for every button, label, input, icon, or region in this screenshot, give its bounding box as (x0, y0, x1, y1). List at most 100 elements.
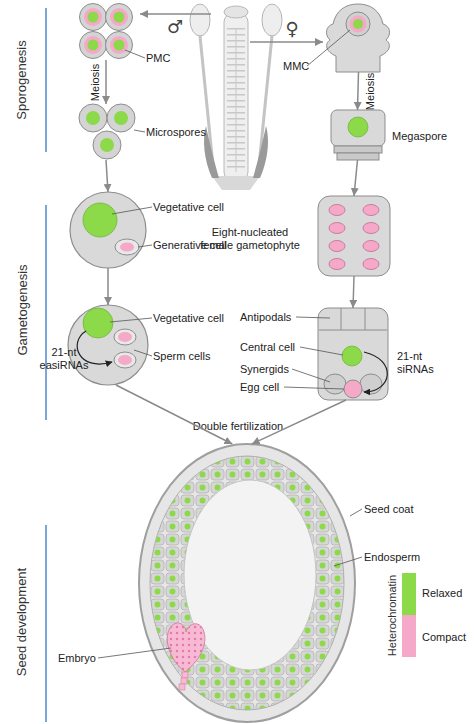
pmc-tetrad: PMC (78, 2, 134, 60)
stage-arrow (116, 385, 232, 444)
nucleus (88, 40, 99, 51)
ovule-rows (227, 28, 245, 172)
nucleus (114, 111, 128, 125)
generative-nucleus (120, 243, 134, 252)
ovule: MMC (325, 2, 392, 72)
nucleus (329, 259, 345, 270)
legend-text: Compact (422, 631, 466, 644)
leader-line (138, 245, 152, 247)
leader-line (112, 207, 152, 214)
stage-arrow (105, 60, 107, 104)
generative-cell (115, 239, 139, 255)
stage-arrow (107, 268, 109, 305)
part-label: Eight-nucleated female gametophyte (194, 226, 306, 252)
nucleus (86, 111, 100, 125)
pistil (224, 14, 248, 180)
legend-title: Heterochromatin (386, 574, 399, 655)
male-arrow (140, 13, 211, 15)
pmc-cell (106, 32, 133, 59)
leader-line (284, 387, 344, 389)
suspensor-cell (181, 678, 187, 684)
nucleus (329, 241, 345, 252)
microspore (79, 104, 107, 132)
seed: Seed coatEndospermEmbryo (139, 444, 356, 722)
synergid (324, 374, 346, 394)
leader-line (300, 347, 343, 355)
vegetative-nucleus (83, 203, 117, 237)
sperm-nucleus (118, 332, 132, 342)
pollen-grain (68, 305, 148, 385)
leader-line (296, 317, 330, 318)
megaspore: Megaspore (330, 110, 385, 160)
stigma (224, 6, 248, 18)
part-label: 21-nt siRNAs (397, 350, 449, 376)
anther (262, 4, 282, 36)
nucleus (363, 205, 379, 216)
receptacle (212, 176, 260, 190)
leader-line (110, 318, 152, 322)
part-label: 21-nt easiRNAs (36, 346, 92, 372)
mmc-cell (346, 12, 370, 36)
tricellular-pollen: Vegetative cell21-nt easiRNAsSperm cells (68, 305, 148, 385)
part-label: MMC (283, 60, 323, 73)
leader-line (98, 648, 171, 658)
degenerate-megaspore (334, 146, 382, 153)
section-label: Seed development (14, 568, 30, 676)
female-symbol: ♀ (281, 18, 303, 40)
stage-arrow (358, 72, 359, 110)
nucleus (353, 19, 363, 29)
part-label: Antipodals (240, 311, 310, 324)
legend-swatch (402, 573, 416, 615)
legend-swatch (402, 615, 416, 657)
nucleus (114, 40, 125, 51)
part-label: Vegetative cell (153, 312, 243, 325)
nucleus (329, 205, 345, 216)
edge-label: Meiosis (89, 63, 102, 100)
leader-line (350, 509, 362, 516)
leader-lines (98, 30, 362, 658)
section-bar (45, 525, 47, 722)
endosperm (150, 456, 344, 710)
ovule (326, 4, 389, 72)
embryo: Embryo (163, 620, 207, 692)
leader-line (134, 350, 152, 356)
stage-arrow (106, 160, 108, 192)
female-gametophyte: Eight-nucleated female gametophyte (318, 196, 390, 276)
megaspore-cell (331, 110, 385, 146)
vegetative-nucleus (83, 308, 113, 338)
nucleus-ring (350, 16, 367, 33)
part-label: Microspores (146, 126, 226, 139)
seed-coat (139, 444, 355, 722)
nucleus (348, 117, 368, 137)
nucleus (114, 12, 125, 23)
part-label: Synergids (240, 363, 310, 376)
nucleus-ring (110, 8, 128, 26)
nucleus (363, 223, 379, 234)
edge-label: Meiosis (364, 72, 377, 109)
pollen-grain (70, 192, 146, 268)
nucleus (88, 12, 99, 23)
anther (190, 4, 210, 36)
section-label: Gametogenesis (14, 264, 30, 355)
embryo-sac: AntipodalsCentral cellSynergidsEgg cell2… (318, 308, 388, 400)
section-label: Sporogenesis (14, 40, 30, 120)
part-label: Megaspore (392, 130, 462, 143)
sepal (204, 126, 219, 178)
pmc-cell (80, 32, 107, 59)
part-label: Central cell (240, 341, 310, 354)
suspensor-cell (179, 684, 185, 690)
nucleus-ring (84, 36, 102, 54)
nucleus (363, 259, 379, 270)
antipodal-wall (319, 330, 387, 331)
part-label: PMC (146, 52, 186, 65)
egg-cell (344, 380, 362, 398)
suspensor-cell (182, 672, 188, 678)
embryo-sac (318, 308, 388, 400)
bicellular-pollen: Vegetative cellGenerative cell (70, 192, 146, 268)
rna-arrow (364, 352, 387, 392)
nucleus-ring (84, 8, 102, 26)
male-symbol: ♂ (164, 16, 186, 38)
process-label: Double fertilization (168, 420, 308, 433)
microspore (107, 104, 135, 132)
leader-line (307, 30, 350, 66)
